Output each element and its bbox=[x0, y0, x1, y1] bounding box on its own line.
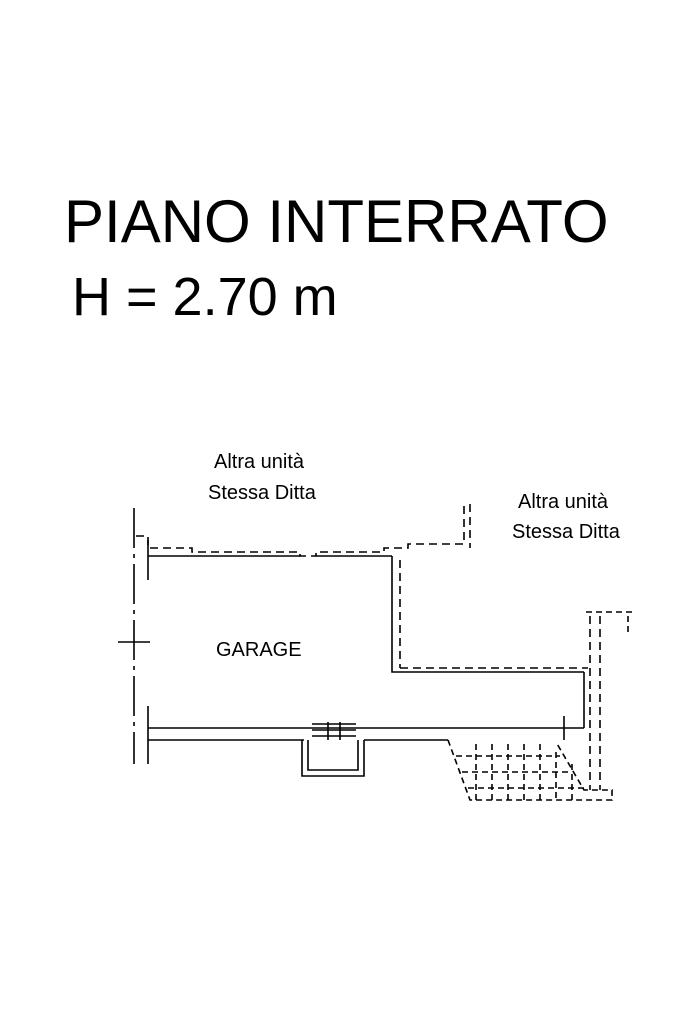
wall-right-dashed bbox=[589, 616, 601, 790]
adjacent-unit-top-line1: Altra unità bbox=[214, 451, 305, 473]
stairs-outline bbox=[447, 739, 613, 801]
room-label-garage: GARAGE bbox=[216, 639, 302, 661]
floor-title: PIANO INTERRATO bbox=[64, 188, 609, 255]
adjacent-unit-right-line2: Stessa Ditta bbox=[512, 521, 620, 543]
stairs-risers bbox=[456, 755, 584, 789]
height-label: H = 2.70 m bbox=[72, 267, 338, 327]
adjacent-unit-right-line1: Altra unità bbox=[518, 491, 609, 513]
wall-top-dashed bbox=[136, 504, 465, 557]
adjacent-unit-top-line2: Stessa Ditta bbox=[208, 482, 316, 504]
light-well-inner bbox=[307, 740, 359, 771]
light-well-grate bbox=[312, 722, 356, 740]
light-well bbox=[301, 740, 365, 777]
partition-inner bbox=[391, 556, 584, 673]
wall-right-top bbox=[586, 611, 636, 636]
